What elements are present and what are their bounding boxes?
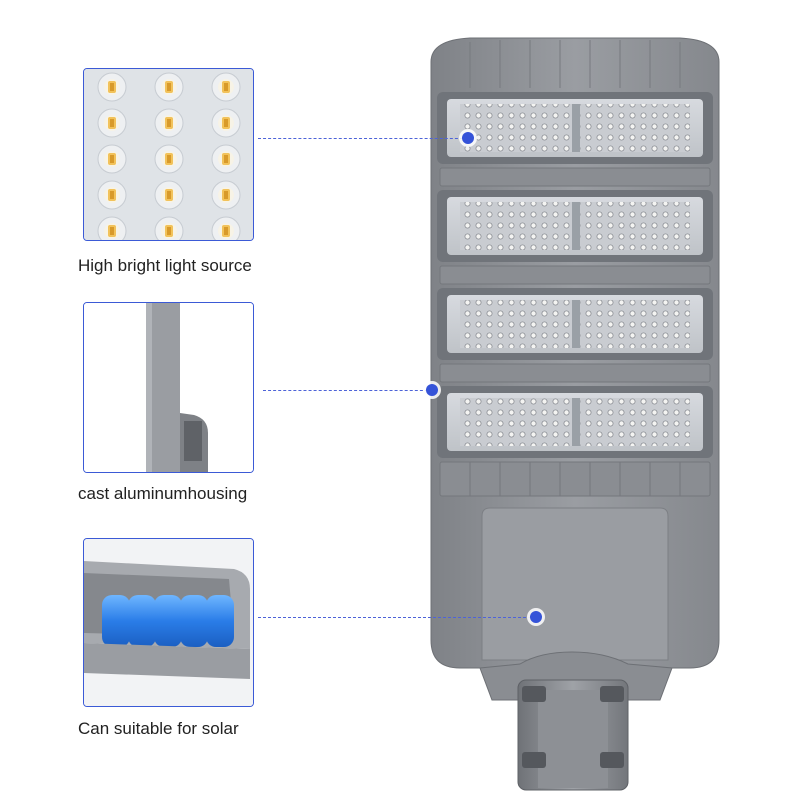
- leader-line-housing: [263, 390, 433, 391]
- dot-marker-icon: [462, 132, 474, 144]
- feature-image-light-source: [83, 68, 254, 241]
- caption-housing: cast aluminumhousing: [78, 484, 248, 503]
- feature-image-solar: [83, 538, 254, 707]
- caption-solar: Can suitable for solar: [78, 719, 239, 738]
- dot-marker-icon: [530, 611, 542, 623]
- caption-light-source: High bright light source: [78, 256, 252, 275]
- leader-line-light-source: [258, 138, 468, 139]
- feature-image-housing: [83, 302, 254, 473]
- dot-marker-icon: [426, 384, 438, 396]
- leader-line-solar: [258, 617, 536, 618]
